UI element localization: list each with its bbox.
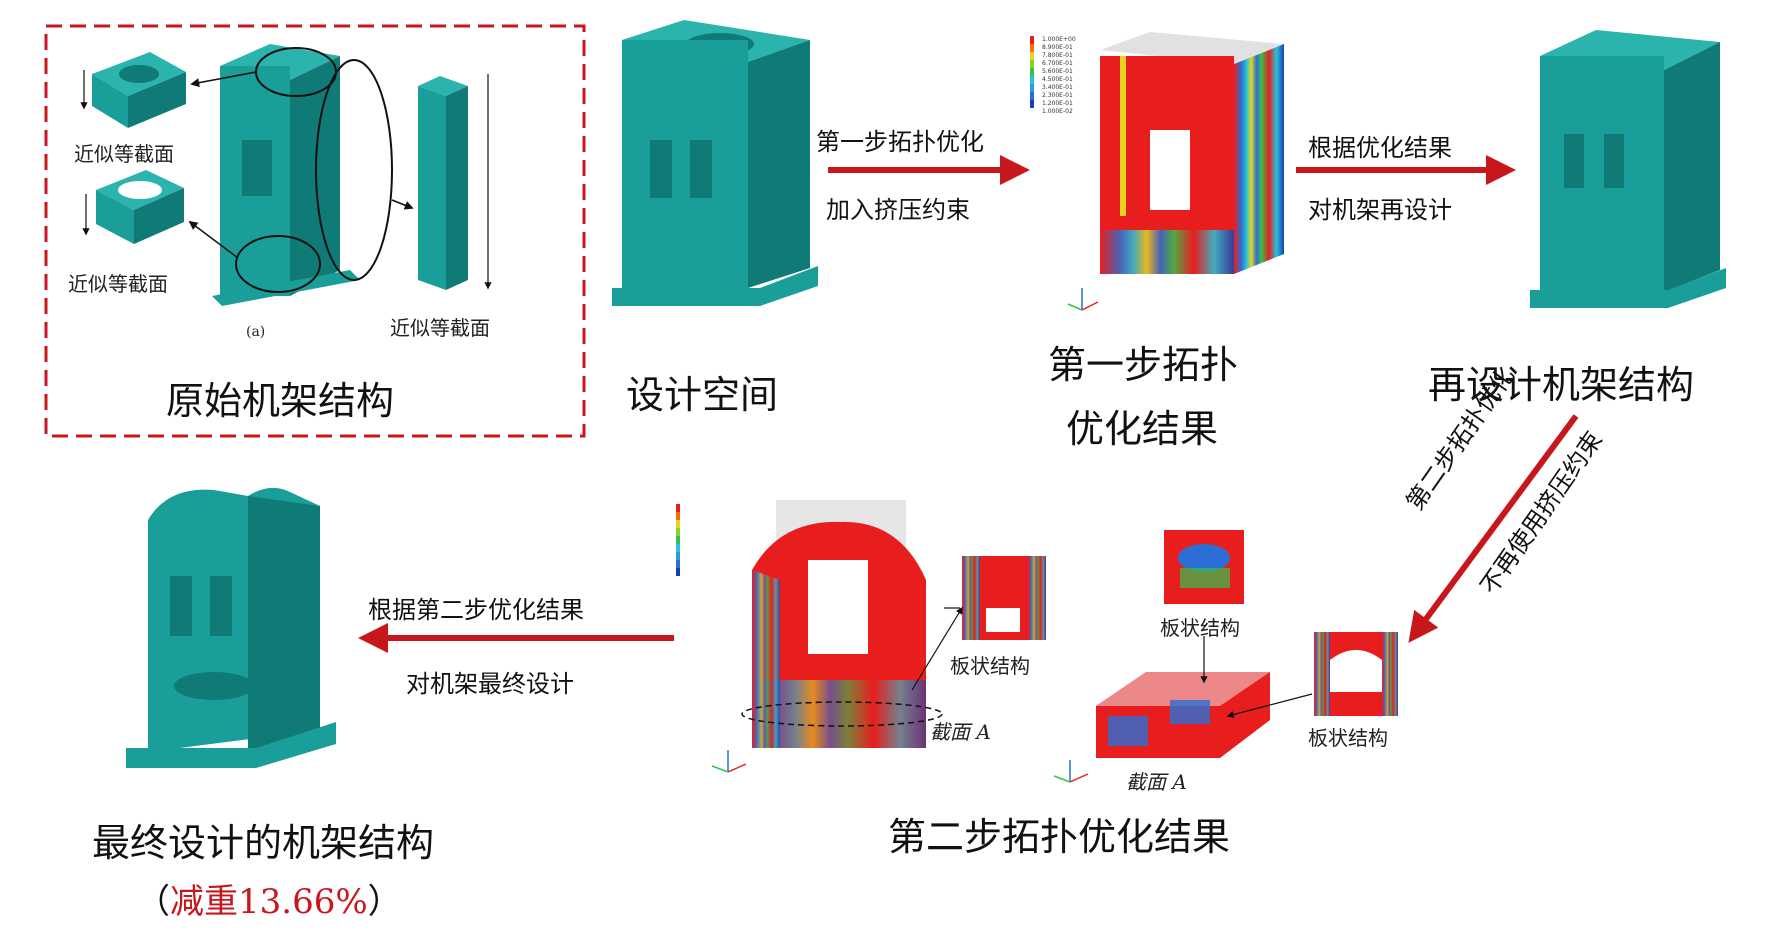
original-part-mid <box>96 170 184 244</box>
step2-plate-label-3: 板状结构 <box>1308 726 1388 750</box>
step2-title: 第二步拓扑优化结果 <box>888 815 1231 859</box>
step2-inset1 <box>962 556 1046 640</box>
arrow2-line1: 根据优化结果 <box>1308 134 1452 162</box>
design-space-block <box>612 20 818 306</box>
step2-axes-a <box>711 750 747 773</box>
step2-inset2 <box>1164 530 1244 604</box>
legend-val-7: 2.300E-01 <box>1042 92 1073 99</box>
step2-legend <box>676 504 680 576</box>
redesign-frame-body <box>1530 30 1726 308</box>
legend-val-6: 3.400E-01 <box>1042 84 1073 91</box>
legend-val-1: 8.900E-01 <box>1042 44 1073 51</box>
step1-legend <box>1030 36 1034 108</box>
legend-val-9: 1.000E-02 <box>1042 108 1073 115</box>
subfig-label: (a) <box>246 324 266 340</box>
legend-val-2: 7.800E-01 <box>1042 52 1073 59</box>
legend-val-0: 1.000E+00 <box>1042 36 1076 43</box>
final-paren-close: ） <box>367 882 402 922</box>
final-frame-body <box>126 487 336 768</box>
legend-val-4: 5.600E-01 <box>1042 68 1073 75</box>
step2-contour-main <box>752 500 926 748</box>
step2-plate-label-1: 板状结构 <box>950 654 1030 678</box>
final-title: 最终设计的机架结构 <box>92 821 435 865</box>
final-paren-open: （ <box>136 882 170 922</box>
step2-inset3 <box>1314 632 1398 716</box>
step2-section-label-1: 截面 A <box>930 720 991 744</box>
design-space-title: 设计空间 <box>626 373 779 417</box>
label-near-equal-section-3: 近似等截面 <box>390 316 490 340</box>
final-reduction-value: 减重13.66% <box>170 882 368 922</box>
redesign-title: 再设计机架结构 <box>1428 363 1695 407</box>
legend-val-3: 6.700E-01 <box>1042 60 1073 67</box>
step1-title-line1: 第一步拓扑 <box>1048 343 1239 387</box>
arrow2-line2: 对机架再设计 <box>1308 196 1452 224</box>
original-frame <box>44 24 586 438</box>
step1-contour-block <box>1100 32 1284 274</box>
step1-legend-labels: 1.000E+00 8.900E-01 7.800E-01 6.700E-01 … <box>1036 16 1116 116</box>
label-near-equal-section-2: 近似等截面 <box>68 272 168 296</box>
arrow4-line2: 对机架最终设计 <box>406 670 574 698</box>
label-near-equal-section-1: 近似等截面 <box>74 142 174 166</box>
arrow-step3 <box>1408 414 1579 643</box>
step2-section-plate <box>1096 672 1270 758</box>
legend-val-5: 4.500E-01 <box>1042 76 1073 83</box>
step1-title-line2: 优化结果 <box>1066 407 1219 451</box>
step1-axes <box>1067 288 1099 311</box>
original-frame-body <box>212 44 360 306</box>
legend-val-8: 1.200E-01 <box>1042 100 1073 107</box>
arrow4-line1: 根据第二步优化结果 <box>368 596 584 624</box>
original-part-column <box>418 76 468 290</box>
step2-axes-b <box>1053 760 1089 783</box>
step2-section-label-2: 截面 A <box>1126 770 1187 794</box>
arrow1-line2: 加入挤压约束 <box>826 196 970 224</box>
original-title: 原始机架结构 <box>166 379 395 423</box>
step2-plate-label-2: 板状结构 <box>1160 616 1240 640</box>
arrow1-line1: 第一步拓扑优化 <box>816 128 984 156</box>
original-part-top <box>92 52 186 128</box>
final-reduction: （减重13.66%） <box>136 874 402 923</box>
